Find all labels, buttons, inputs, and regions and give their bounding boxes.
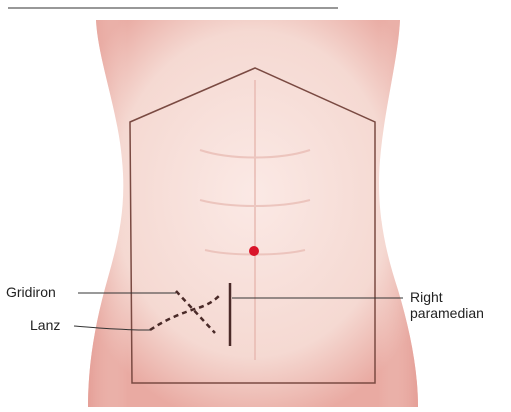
right-paramedian-label-line1: Right bbox=[410, 289, 484, 305]
right-paramedian-label-line2: paramedian bbox=[410, 305, 484, 321]
lanz-label: Lanz bbox=[30, 317, 60, 333]
right-paramedian-label: Right paramedian bbox=[410, 289, 484, 321]
umbilicus bbox=[249, 246, 259, 256]
gridiron-label: Gridiron bbox=[6, 284, 56, 300]
